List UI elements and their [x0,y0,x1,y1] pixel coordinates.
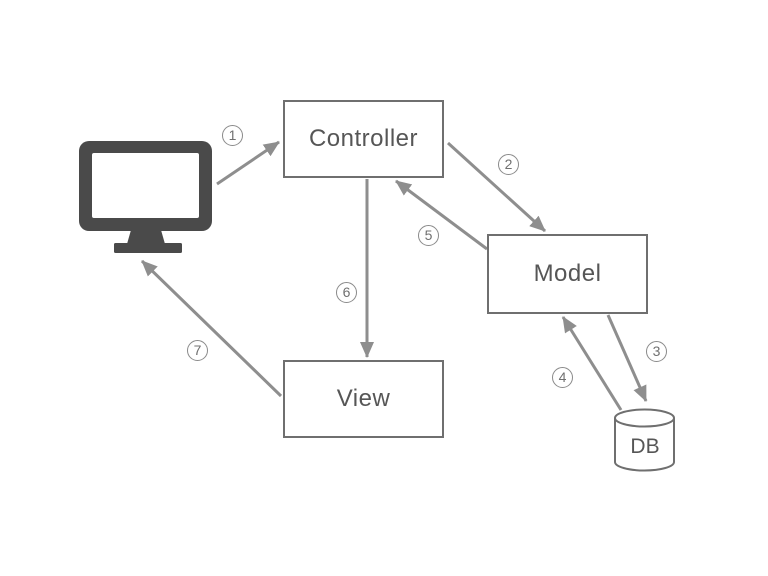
flow-number-badge-2: 2 [498,154,519,175]
monitor-base [114,243,182,253]
flow-arrow-5-model-to-controller [395,179,488,251]
db-cylinder-top [614,408,675,428]
flow-arrow-7-view-to-client [140,259,283,398]
db-label: DB [630,435,660,458]
view-node: View [283,360,444,438]
flow-number-badge-1: 1 [222,125,243,146]
db-cylinder-icon [614,408,675,472]
flow-number-badge-4: 4 [552,367,573,388]
flow-arrow-2-controller-to-model [446,141,547,233]
flow-number-badge-3: 3 [646,341,667,362]
model-node: Model [487,234,648,314]
monitor-screen [92,153,199,218]
flow-arrow-1-client-to-controller [216,140,280,186]
flow-number-badge-5: 5 [418,225,439,246]
monitor-icon [79,141,212,253]
controller-label: Controller [308,125,419,152]
flow-number-badge-7: 7 [187,340,208,361]
flow-number-badge-6: 6 [336,282,357,303]
flow-arrow-3-model-to-db [606,314,648,402]
view-label: View [336,385,391,412]
model-label: Model [533,260,602,287]
controller-node: Controller [283,100,444,178]
monitor-stand [127,230,165,244]
flow-arrow-4-db-to-model [561,316,623,411]
